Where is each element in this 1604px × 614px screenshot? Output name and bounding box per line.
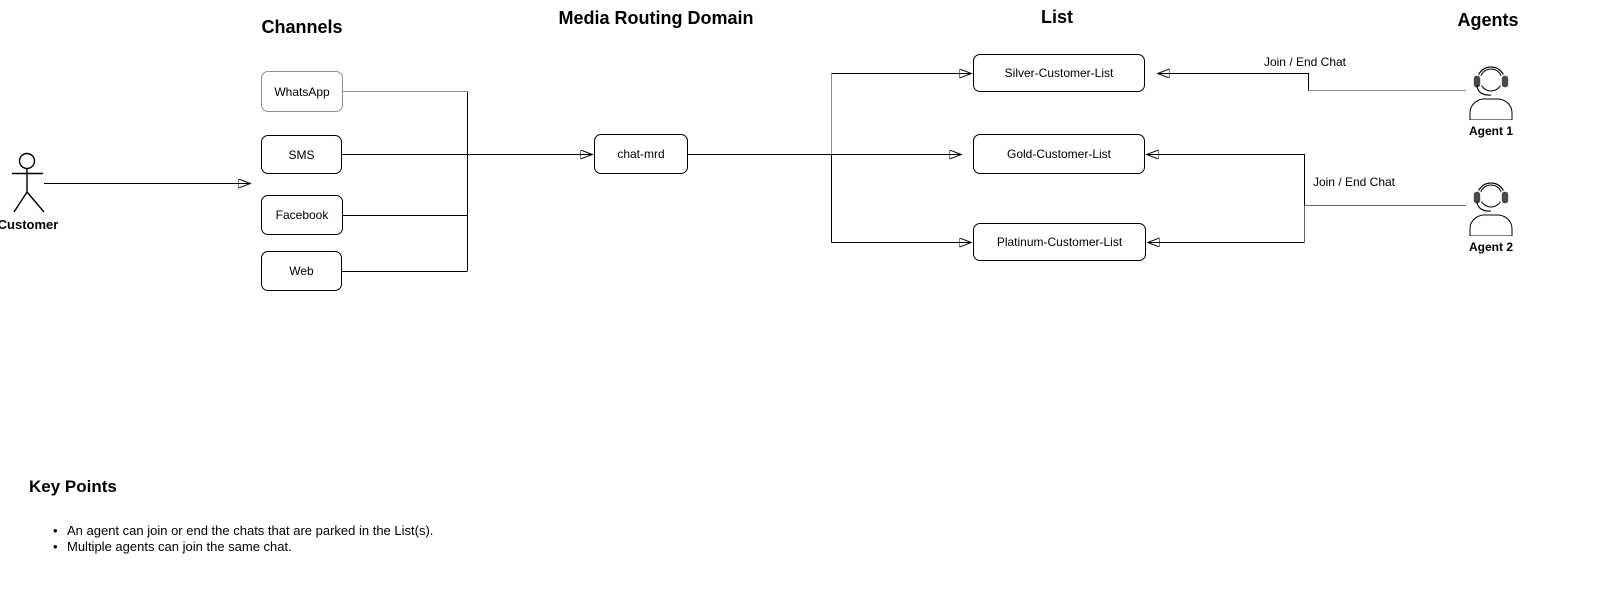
customer-label: Customer: [0, 217, 59, 232]
agent-2-icon: [1469, 182, 1513, 236]
agent-2-label: Agent 2: [1468, 240, 1514, 254]
agents-heading: Agents: [1457, 10, 1519, 30]
agent-1-label: Agent 1: [1468, 124, 1514, 138]
edge-agent2-to-gold: [1147, 155, 1305, 206]
customer-actor-icon: [12, 152, 45, 213]
channel-node-whatsapp: WhatsApp: [261, 71, 343, 112]
key-points-list: An agent can join or end the chats that …: [49, 523, 433, 555]
list-node-silver: Silver-Customer-List: [973, 54, 1145, 92]
key-points-title: Key Points: [29, 477, 117, 496]
key-point-item: Multiple agents can join the same chat.: [49, 539, 433, 555]
agent1-edge-label: Join / End Chat: [1263, 55, 1347, 69]
edge-agent1-to-silver: [1158, 74, 1309, 91]
media-routing-domain-heading: Media Routing Domain: [558, 8, 754, 28]
agent2-edge-label: Join / End Chat: [1312, 175, 1396, 189]
channel-node-web: Web: [261, 251, 342, 291]
agent-1-icon: [1469, 66, 1513, 120]
channel-node-sms: SMS: [261, 135, 342, 174]
list-node-platinum: Platinum-Customer-List: [973, 223, 1146, 261]
channels-heading: Channels: [261, 17, 343, 37]
list-heading: List: [1040, 7, 1074, 27]
list-node-gold: Gold-Customer-List: [973, 134, 1145, 174]
key-point-item: An agent can join or end the chats that …: [49, 523, 433, 539]
mrd-node-chat-mrd: chat-mrd: [594, 134, 688, 174]
channel-node-facebook: Facebook: [261, 195, 343, 235]
